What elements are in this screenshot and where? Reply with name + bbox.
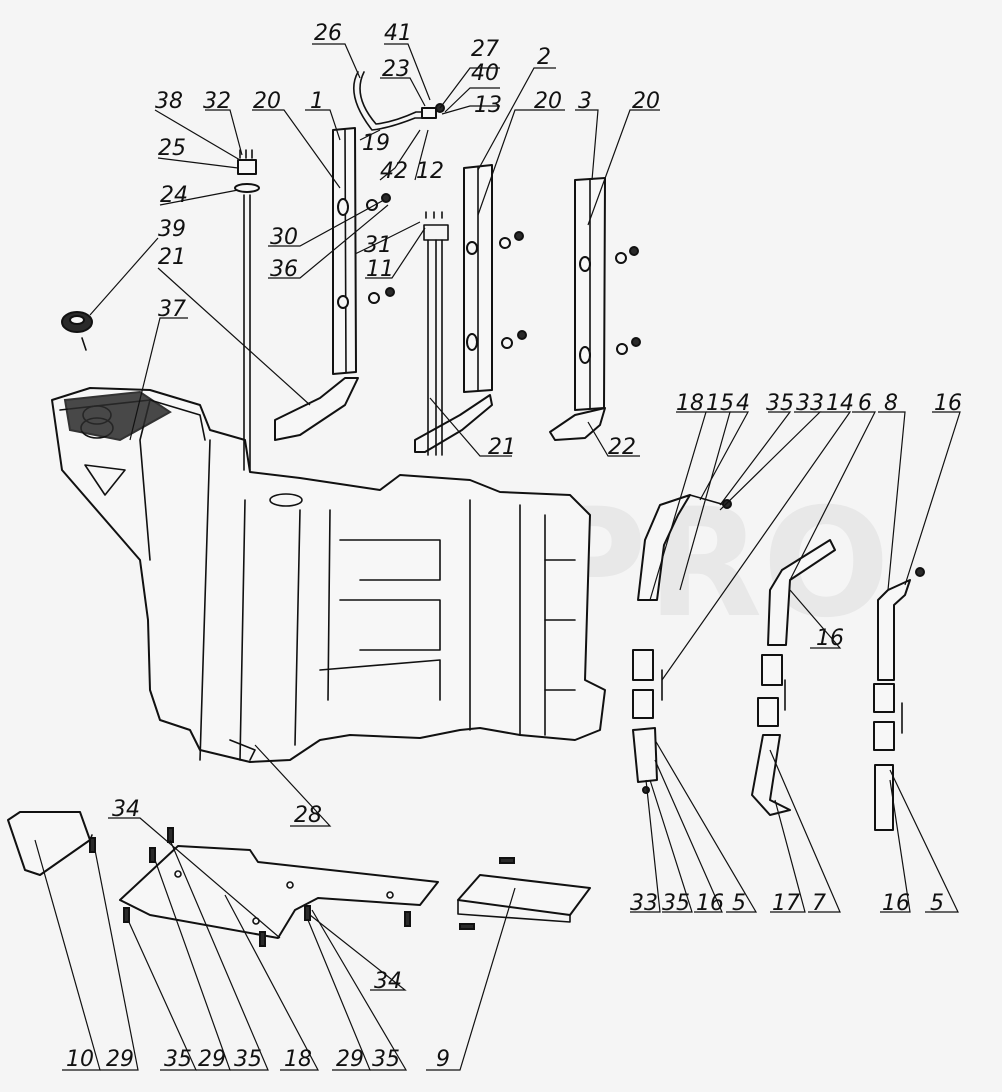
callout-29-b: 29 xyxy=(198,1047,226,1072)
bracket-2 xyxy=(414,164,493,453)
callout-10: 10 xyxy=(66,1047,94,1072)
callout-16-b: 16 xyxy=(816,626,844,651)
callout-35-c: 35 xyxy=(164,1047,192,1072)
callout-42: 42 xyxy=(380,159,408,184)
callout-8: 8 xyxy=(884,391,898,416)
callout-41: 41 xyxy=(384,21,412,46)
callout-12: 12 xyxy=(416,159,444,184)
callout-4: 4 xyxy=(736,391,750,416)
callout-36: 36 xyxy=(270,257,298,282)
callout-34-a: 34 xyxy=(112,797,140,822)
callout-35-b: 35 xyxy=(662,891,690,916)
strap-right xyxy=(873,567,925,831)
heat-shield-9 xyxy=(457,874,591,923)
callout-30: 30 xyxy=(270,225,298,250)
fuel-tank xyxy=(51,387,606,763)
callout-13: 13 xyxy=(474,93,502,118)
callout-32: 32 xyxy=(203,89,231,114)
callout-16-a: 16 xyxy=(934,391,962,416)
leader-lines xyxy=(34,43,961,1071)
callout-26: 26 xyxy=(314,21,342,46)
hose-clamp xyxy=(352,71,445,131)
callout-9: 9 xyxy=(436,1047,450,1072)
callout-1: 1 xyxy=(310,89,324,114)
callout-33-a: 33 xyxy=(796,391,824,416)
callout-27: 27 xyxy=(471,37,499,62)
callout-31: 31 xyxy=(364,233,392,258)
callout-3: 3 xyxy=(578,89,592,114)
bracket-1 xyxy=(274,127,359,441)
heat-shield-10 xyxy=(7,811,93,876)
callout-7: 7 xyxy=(812,891,826,916)
callout-5-b: 5 xyxy=(930,891,944,916)
callout-29-c: 29 xyxy=(336,1047,364,1072)
fuel-level-sender xyxy=(234,149,260,471)
bracket-3 xyxy=(549,177,606,441)
callout-2: 2 xyxy=(537,45,551,70)
callout-24: 24 xyxy=(160,183,188,208)
strap-left xyxy=(632,494,732,794)
callout-20-a: 20 xyxy=(253,89,281,114)
callout-25: 25 xyxy=(158,136,186,161)
filler-cap xyxy=(61,311,93,351)
callout-6: 6 xyxy=(858,391,872,416)
callout-34-b: 34 xyxy=(374,969,402,994)
callout-35-d: 35 xyxy=(234,1047,262,1072)
callout-35-a: 35 xyxy=(766,391,794,416)
callout-19: 19 xyxy=(362,131,390,156)
callout-39: 39 xyxy=(158,217,186,242)
callout-16-c: 16 xyxy=(696,891,724,916)
fuel-sender-11 xyxy=(423,211,449,456)
callout-14: 14 xyxy=(826,391,854,416)
callout-5-a: 5 xyxy=(732,891,746,916)
callout-33-b: 33 xyxy=(630,891,658,916)
callout-21-a: 21 xyxy=(158,245,186,270)
callout-37: 37 xyxy=(158,297,186,322)
callout-22: 22 xyxy=(608,435,636,460)
callout-17: 17 xyxy=(772,891,800,916)
callout-21-b: 21 xyxy=(488,435,516,460)
callout-35-e: 35 xyxy=(372,1047,400,1072)
callout-11: 11 xyxy=(366,257,394,282)
mounting-plate-18 xyxy=(119,845,439,939)
callout-20-b: 20 xyxy=(534,89,562,114)
callout-38: 38 xyxy=(155,89,183,114)
callout-18-a: 18 xyxy=(676,391,704,416)
callout-15: 15 xyxy=(706,391,734,416)
callout-16-d: 16 xyxy=(882,891,910,916)
callout-23: 23 xyxy=(382,57,410,82)
callout-29-a: 29 xyxy=(106,1047,134,1072)
callout-40: 40 xyxy=(471,61,499,86)
callout-28: 28 xyxy=(294,803,322,828)
callout-18-b: 18 xyxy=(284,1047,312,1072)
callout-labels: 26 41 27 40 23 2 38 32 20 1 13 20 3 20 2… xyxy=(66,21,962,1072)
strap-middle xyxy=(751,539,836,816)
callout-20-c: 20 xyxy=(632,89,660,114)
